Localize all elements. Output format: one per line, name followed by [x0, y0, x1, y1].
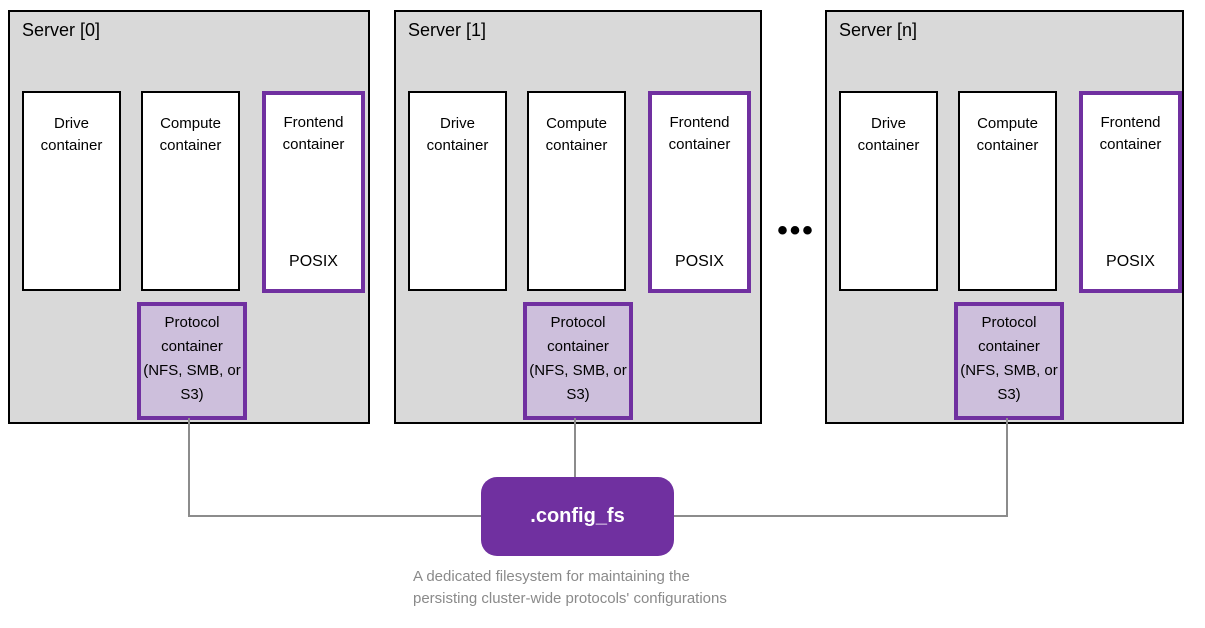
server-n-protocol-container: Protocol container (NFS, SMB, or S3) [954, 302, 1064, 420]
server-1-frontend-container: Frontend container POSIX [648, 91, 751, 293]
more-servers-ellipsis: ••• [777, 214, 815, 247]
server-0-compute-container: Compute container [141, 91, 240, 291]
server-n-compute-container: Compute container [958, 91, 1057, 291]
connector-server0-horizontal [188, 515, 481, 517]
connector-server1-vertical [574, 418, 576, 477]
server-0-box: Server [0] Drive container Compute conta… [8, 10, 370, 424]
config-fs-label: .config_fs [530, 505, 625, 527]
server-n-drive-container: Drive container [839, 91, 938, 291]
config-fs-caption: A dedicated filesystem for maintaining t… [413, 566, 727, 610]
server-0-drive-container: Drive container [22, 91, 121, 291]
server-1-box: Server [1] Drive container Compute conta… [394, 10, 762, 424]
server-n-posix-label: POSIX [1106, 253, 1155, 270]
server-n-frontend-container: Frontend container POSIX [1079, 91, 1182, 293]
server-n-box: Server [n] Drive container Compute conta… [825, 10, 1184, 424]
server-n-title: Server [n] [839, 20, 918, 40]
config-fs-caption-line1: A dedicated filesystem for maintaining t… [413, 568, 690, 585]
server-1-posix-label: POSIX [675, 253, 724, 270]
connector-servern-horizontal [674, 515, 1008, 517]
server-0-posix-label: POSIX [289, 253, 338, 270]
connector-servern-vertical [1006, 418, 1008, 516]
server-1-protocol-container: Protocol container (NFS, SMB, or S3) [523, 302, 633, 420]
connector-server0-vertical [188, 418, 190, 516]
server-0-title: Server [0] [22, 20, 101, 40]
server-0-protocol-container: Protocol container (NFS, SMB, or S3) [137, 302, 247, 420]
server-1-drive-container: Drive container [408, 91, 507, 291]
config-fs-node: .config_fs [481, 477, 674, 556]
server-0-frontend-label: Frontend container [282, 114, 345, 153]
server-1-compute-container: Compute container [527, 91, 626, 291]
server-1-title: Server [1] [408, 20, 487, 40]
config-fs-caption-line2: persisting cluster-wide protocols' confi… [413, 590, 727, 607]
server-0-frontend-container: Frontend container POSIX [262, 91, 365, 293]
server-1-frontend-label: Frontend container [668, 114, 731, 153]
server-n-frontend-label: Frontend container [1099, 114, 1162, 153]
